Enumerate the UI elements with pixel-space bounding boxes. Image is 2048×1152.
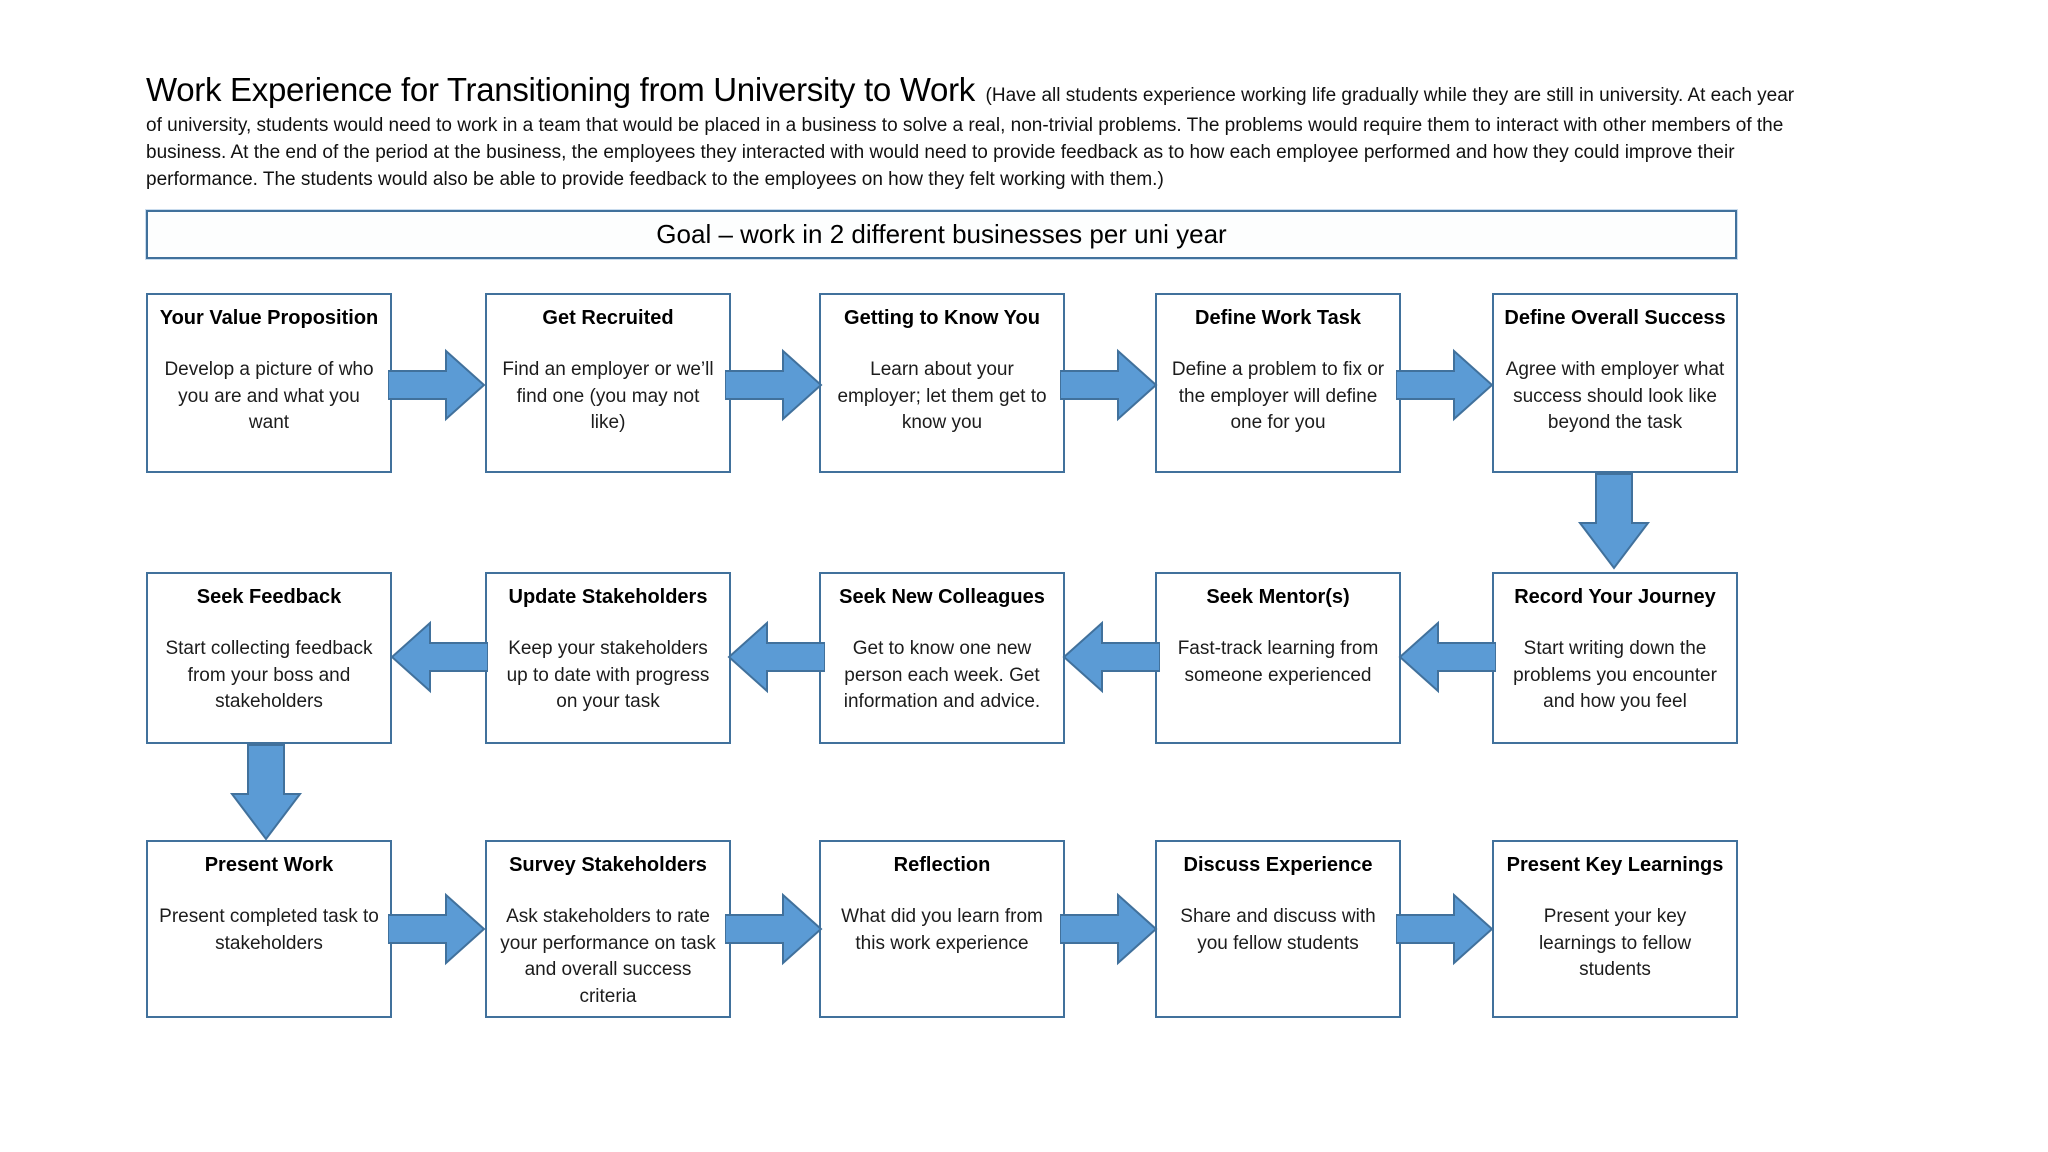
box-title: Survey Stakeholders — [509, 854, 707, 876]
goal-text: Goal – work in 2 different businesses pe… — [656, 219, 1227, 249]
flow-box-your-value-proposition: Your Value Proposition Develop a picture… — [146, 293, 392, 473]
arrow-right-icon — [1396, 891, 1496, 967]
flow-box-getting-to-know-you: Getting to Know You Learn about your emp… — [819, 293, 1065, 473]
box-title: Your Value Proposition — [159, 307, 379, 329]
arrow-right-icon — [388, 347, 488, 423]
box-title: Get Recruited — [542, 307, 674, 329]
box-body: Present completed task to stakeholders — [159, 906, 379, 954]
flow-box-survey-stakeholders: Survey Stakeholders Ask stakeholders to … — [485, 840, 731, 1018]
flow-box-update-stakeholders: Update Stakeholders Keep your stakeholde… — [485, 572, 731, 744]
box-body: Fast-track learning from someone experie… — [1177, 638, 1379, 686]
arrow-left-icon — [1396, 619, 1496, 695]
box-body: What did you learn from this work experi… — [841, 906, 1043, 954]
box-title: Discuss Experience — [1183, 854, 1373, 876]
arrow-right-icon — [1060, 347, 1160, 423]
arrow-right-icon — [725, 891, 825, 967]
box-title: Define Work Task — [1195, 307, 1361, 329]
flow-box-define-work-task: Define Work Task Define a problem to fix… — [1155, 293, 1401, 473]
flow-box-discuss-experience: Discuss Experience Share and discuss wit… — [1155, 840, 1401, 1018]
page-title: Work Experience for Transitioning from U… — [146, 71, 975, 108]
arrow-down-icon — [1574, 473, 1654, 570]
header-note: (Have all students experience working li… — [146, 85, 1795, 190]
flow-box-reflection: Reflection What did you learn from this … — [819, 840, 1065, 1018]
box-body: Define a problem to fix or the employer … — [1171, 359, 1385, 433]
box-title: Present Key Learnings — [1506, 854, 1724, 876]
arrow-left-icon — [388, 619, 488, 695]
box-title: Update Stakeholders — [508, 586, 708, 608]
box-title: Present Work — [204, 854, 334, 876]
box-body: Ask stakeholders to rate your performanc… — [500, 906, 716, 1007]
arrow-right-icon — [1060, 891, 1160, 967]
box-body: Learn about your employer; let them get … — [837, 359, 1047, 433]
arrow-left-icon — [1060, 619, 1160, 695]
box-body: Start writing down the problems you enco… — [1513, 638, 1717, 712]
goal-banner: Goal – work in 2 different businesses pe… — [146, 210, 1737, 259]
flow-box-present-key-learnings: Present Key Learnings Present your key l… — [1492, 840, 1738, 1018]
box-body: Start collecting feedback from your boss… — [165, 638, 373, 712]
header-text: Work Experience for Transitioning from U… — [146, 68, 1814, 193]
box-title: Seek New Colleagues — [839, 586, 1045, 608]
box-title: Record Your Journey — [1514, 586, 1716, 608]
arrow-right-icon — [1396, 347, 1496, 423]
flow-box-seek-new-colleagues: Seek New Colleagues Get to know one new … — [819, 572, 1065, 744]
flow-box-seek-mentors: Seek Mentor(s) Fast-track learning from … — [1155, 572, 1401, 744]
flow-box-record-your-journey: Record Your Journey Start writing down t… — [1492, 572, 1738, 744]
flow-box-present-work: Present Work Present completed task to s… — [146, 840, 392, 1018]
arrow-right-icon — [725, 347, 825, 423]
arrow-down-icon — [226, 744, 306, 841]
box-title: Seek Feedback — [196, 586, 342, 608]
box-body: Develop a picture of who you are and wha… — [164, 359, 374, 433]
arrow-right-icon — [388, 891, 488, 967]
flow-box-get-recruited: Get Recruited Find an employer or we’ll … — [485, 293, 731, 473]
box-title: Seek Mentor(s) — [1206, 586, 1350, 608]
box-body: Share and discuss with you fellow studen… — [1180, 906, 1376, 954]
box-title: Define Overall Success — [1504, 307, 1726, 329]
arrow-left-icon — [725, 619, 825, 695]
box-body: Find an employer or we’ll find one (you … — [502, 359, 714, 433]
box-title: Getting to Know You — [844, 307, 1040, 329]
box-title: Reflection — [893, 854, 991, 876]
box-body: Agree with employer what success should … — [1505, 359, 1725, 433]
flow-box-define-overall-success: Define Overall Success Agree with employ… — [1492, 293, 1738, 473]
box-body: Keep your stakeholders up to date with p… — [506, 638, 710, 712]
box-body: Get to know one new person each week. Ge… — [843, 638, 1041, 712]
flow-box-seek-feedback: Seek Feedback Start collecting feedback … — [146, 572, 392, 744]
box-body: Present your key learnings to fellow stu… — [1538, 906, 1692, 980]
